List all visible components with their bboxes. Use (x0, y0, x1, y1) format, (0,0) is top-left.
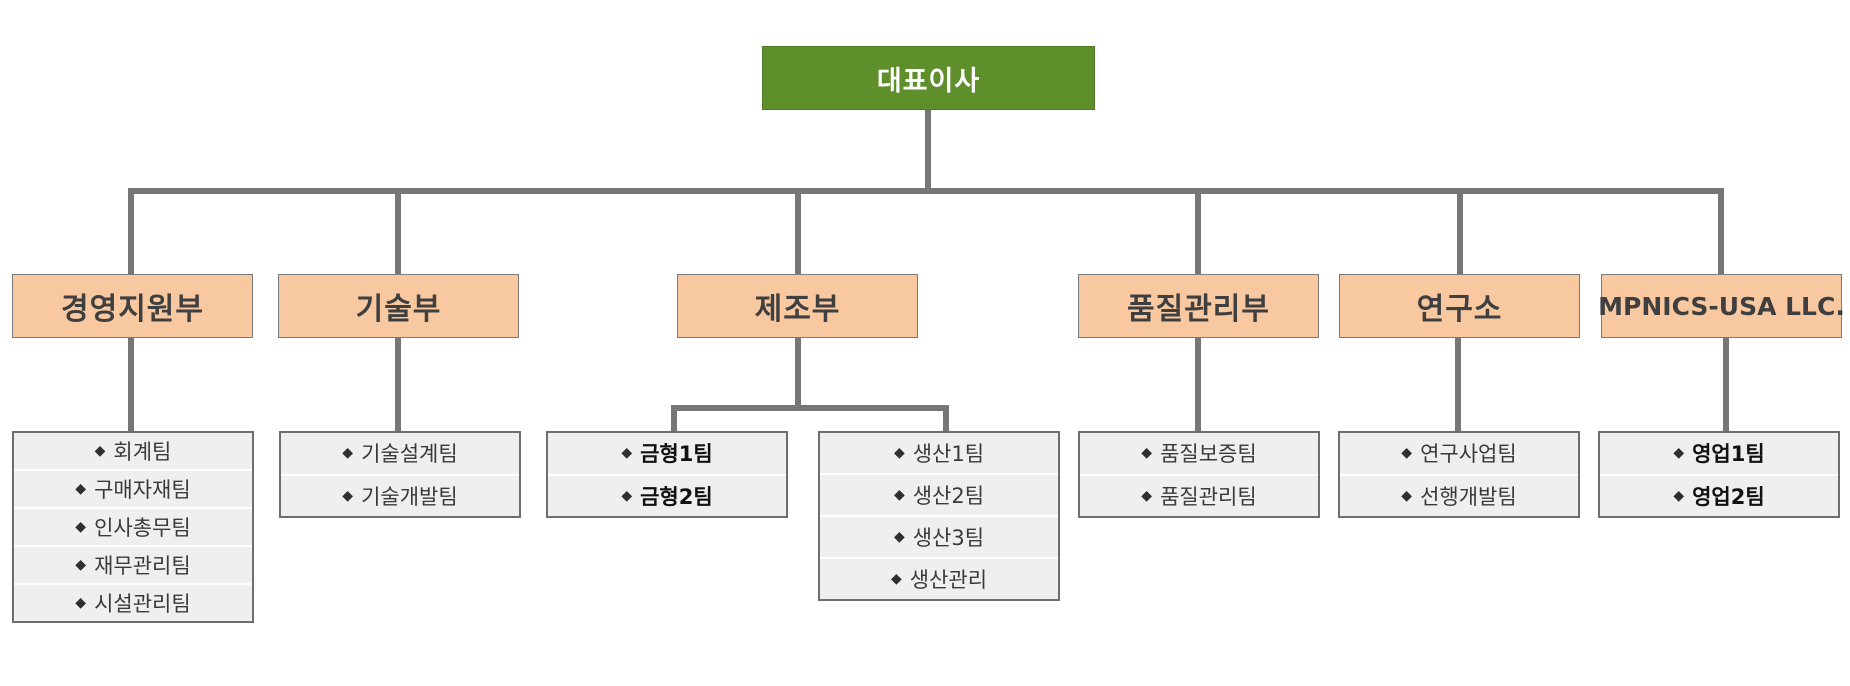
diamond-bullet-icon: ◆ (342, 487, 354, 504)
dept-management-support: 경영지원부 (12, 274, 253, 338)
dept-label: MPNICS-USA LLC. (1598, 291, 1845, 321)
diamond-bullet-icon: ◆ (1141, 487, 1153, 504)
dept-label: 품질관리부 (1127, 292, 1270, 327)
team-label: 영업1팀 (1692, 442, 1765, 467)
dept-label: 기술부 (355, 292, 442, 327)
diamond-bullet-icon: ◆ (893, 445, 905, 461)
diamond-bullet-icon: ◆ (890, 571, 902, 587)
dept-mpnics-usa: MPNICS-USA LLC. (1598, 274, 1845, 338)
dept-technology: 기술부 (278, 274, 519, 338)
team-item: ◆ 생산1팀 (820, 433, 1058, 473)
diamond-bullet-icon: ◆ (342, 445, 354, 462)
team-label: 생산3팀 (912, 526, 985, 550)
diamond-bullet-icon: ◆ (75, 595, 87, 611)
team-item: ◆ 연구사업팀 (1340, 433, 1578, 474)
dept-label: 제조부 (754, 292, 841, 327)
team-list-technology: ◆ 기술설계팀 ◆ 기술개발팀 (279, 431, 521, 518)
team-label: 품질관리팀 (1160, 484, 1257, 509)
team-label: 생산1팀 (912, 442, 985, 466)
team-item: ◆ 품질관리팀 (1080, 473, 1318, 517)
team-item: ◆ 생산2팀 (820, 473, 1058, 515)
team-item: ◆ 품질보증팀 (1080, 433, 1318, 474)
team-item: ◆ 선행개발팀 (1340, 473, 1578, 517)
team-item: ◆ 생산3팀 (820, 515, 1058, 557)
dept-quality: 품질관리부 (1078, 274, 1319, 338)
diamond-bullet-icon: ◆ (893, 487, 905, 503)
team-item: ◆ 시설관리팀 (14, 583, 252, 621)
diamond-bullet-icon: ◆ (75, 481, 87, 497)
diamond-bullet-icon: ◆ (75, 557, 87, 573)
team-list-mold: ◆ 금형1팀 ◆ 금형2팀 (546, 431, 788, 518)
dept-label: 경영지원부 (61, 292, 204, 327)
team-label: 기술설계팀 (361, 442, 458, 467)
diamond-bullet-icon: ◆ (94, 443, 106, 459)
team-label: 생산관리 (909, 568, 988, 592)
team-item: ◆ 회계팀 (14, 433, 252, 469)
team-item: ◆ 영업2팀 (1600, 473, 1838, 517)
team-label: 영업2팀 (1692, 484, 1765, 509)
team-list-research: ◆ 연구사업팀 ◆ 선행개발팀 (1338, 431, 1580, 518)
team-item: ◆ 인사총무팀 (14, 507, 252, 545)
diamond-bullet-icon: ◆ (1673, 487, 1685, 504)
team-item: ◆ 금형1팀 (548, 433, 786, 474)
team-item: ◆ 기술설계팀 (281, 433, 519, 474)
diamond-bullet-icon: ◆ (1401, 487, 1413, 504)
team-label: 품질보증팀 (1160, 442, 1257, 467)
team-label: 기술개발팀 (361, 484, 458, 509)
ceo-box: 대표이사 (762, 46, 1095, 110)
team-list-mpnics-usa: ◆ 영업1팀 ◆ 영업2팀 (1598, 431, 1840, 518)
team-list-management-support: ◆ 회계팀 ◆ 구매자재팀 ◆ 인사총무팀 ◆ 재무관리팀 ◆ 시설관리팀 (12, 431, 254, 623)
team-label: 선행개발팀 (1420, 484, 1517, 509)
team-item: ◆ 재무관리팀 (14, 545, 252, 583)
team-label: 생산2팀 (912, 484, 985, 508)
dept-research: 연구소 (1339, 274, 1580, 338)
dept-label: 연구소 (1416, 292, 1503, 327)
diamond-bullet-icon: ◆ (1141, 445, 1153, 462)
team-item: ◆ 기술개발팀 (281, 473, 519, 517)
team-list-quality: ◆ 품질보증팀 ◆ 품질관리팀 (1078, 431, 1320, 518)
team-item: ◆ 금형2팀 (548, 473, 786, 517)
team-label: 금형1팀 (640, 442, 713, 467)
team-item: ◆ 구매자재팀 (14, 469, 252, 507)
diamond-bullet-icon: ◆ (75, 519, 87, 535)
team-label: 금형2팀 (640, 484, 713, 509)
team-label: 인사총무팀 (94, 516, 191, 540)
team-list-production: ◆ 생산1팀 ◆ 생산2팀 ◆ 생산3팀 ◆ 생산관리 (818, 431, 1060, 601)
diamond-bullet-icon: ◆ (1401, 445, 1413, 462)
ceo-label: 대표이사 (876, 65, 981, 97)
team-item: ◆ 생산관리 (820, 557, 1058, 599)
diamond-bullet-icon: ◆ (621, 445, 633, 462)
team-label: 구매자재팀 (94, 478, 191, 502)
team-label: 연구사업팀 (1420, 442, 1517, 467)
team-label: 재무관리팀 (94, 554, 191, 578)
diamond-bullet-icon: ◆ (893, 529, 905, 545)
dept-manufacturing: 제조부 (677, 274, 918, 338)
diamond-bullet-icon: ◆ (621, 487, 633, 504)
team-label: 시설관리팀 (94, 592, 191, 616)
diamond-bullet-icon: ◆ (1673, 445, 1685, 462)
team-item: ◆ 영업1팀 (1600, 433, 1838, 474)
team-label: 회계팀 (113, 440, 172, 464)
